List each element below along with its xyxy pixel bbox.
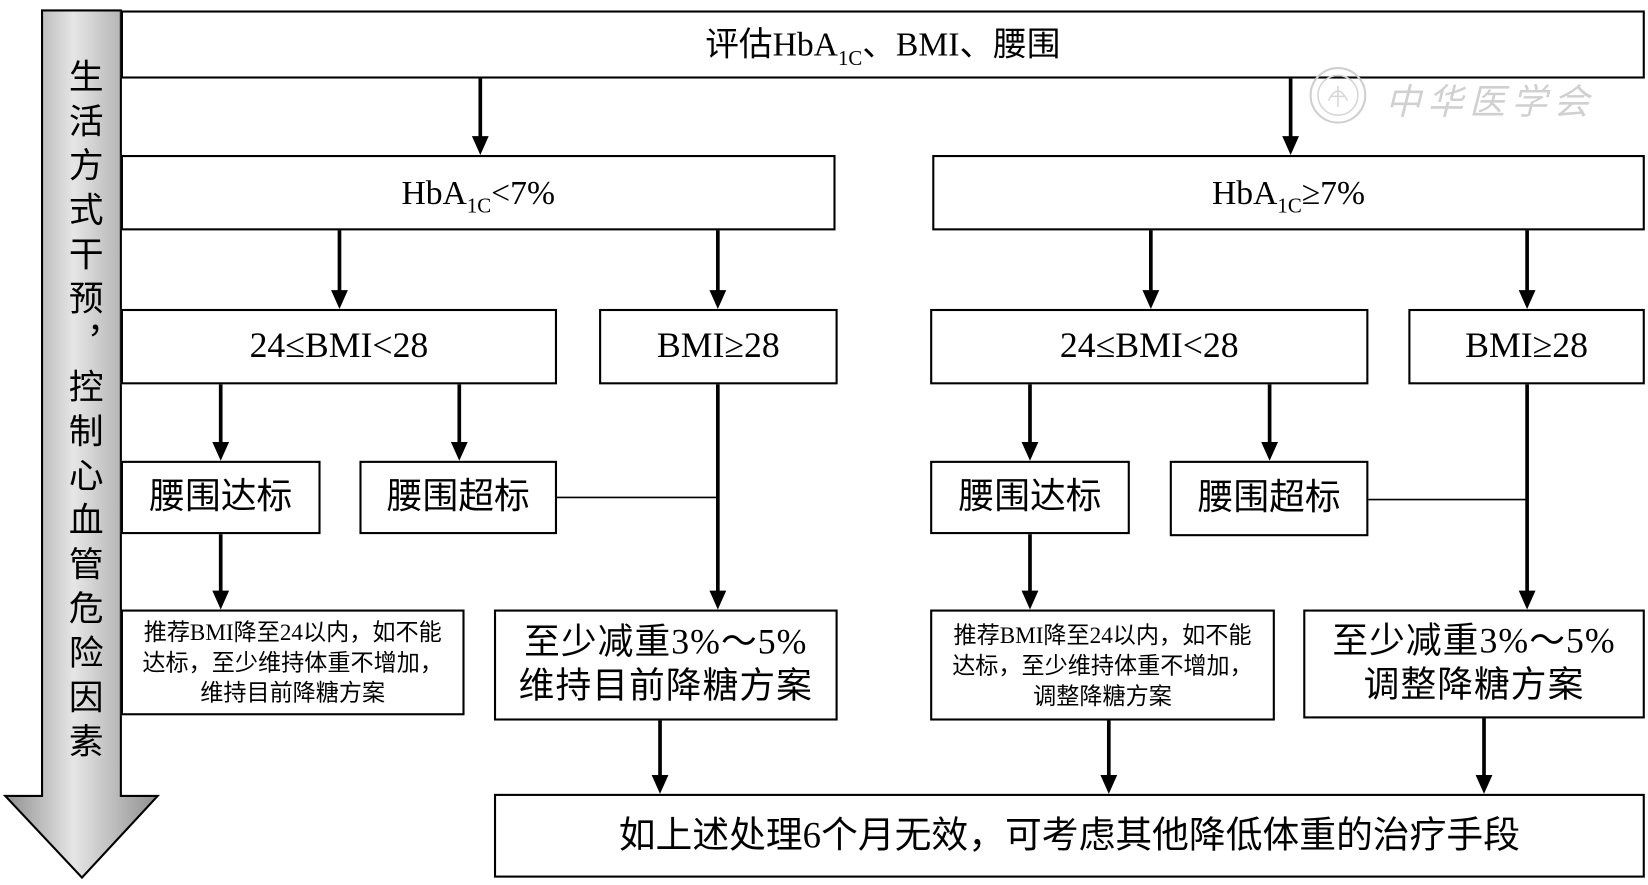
right-reduce-line-1: 至少减重3%～5% <box>1332 622 1616 661</box>
hba1c-high-label: HbA1C≥7% <box>1212 173 1366 218</box>
arrow-left-bmi-high-to-reduce-head <box>709 590 727 610</box>
arrow-assess-to-hba1c-low <box>471 78 489 156</box>
left-reduce-line-1: 至少减重3%～5% <box>524 623 808 662</box>
arrow-hba1c-high-to-bmi-mid-head <box>1142 290 1160 309</box>
right-recommend-box: 推荐BMI降至24以内，如不能 达标，至少维持体重不增加， 调整降糖方案 <box>930 609 1275 721</box>
left-waist-over-box: 腰围超标 <box>359 460 558 535</box>
arrow-right-recommend-to-final-head <box>1100 775 1118 794</box>
assess-box: 评估HbA1C、BMI、腰围 <box>120 10 1645 79</box>
assess-label-subscript: 1C <box>837 46 863 70</box>
arrow-hba1c-high-to-bmi-high-head <box>1518 290 1536 309</box>
arrow-assess-to-hba1c-high <box>1282 78 1300 156</box>
arrow-left-bmi-mid-to-waist-over <box>450 384 468 461</box>
arrow-left-waist-ok-to-recommend <box>212 534 230 610</box>
left-recommend-line-1: 推荐BMI降至24以内，如不能 <box>143 618 442 646</box>
watermark-text: 中华医学会 <box>1385 81 1596 124</box>
seal-logo-icon <box>1309 67 1367 124</box>
arrow-right-bmi-mid-to-waist-over <box>1261 384 1279 461</box>
hba1c-low-box: HbA1C<7% <box>120 155 836 231</box>
right-recommend-line-1: 推荐BMI降至24以内，如不能 <box>953 621 1252 648</box>
left-bmi-high-label: BMI≥28 <box>656 326 780 366</box>
right-bmi-high-box: BMI≥28 <box>1408 308 1645 385</box>
left-waist-over-label: 腰围超标 <box>386 477 530 516</box>
right-recommend-line-2: 达标，至少维持体重不增加， <box>952 651 1253 679</box>
assess-label: 评估HbA1C、BMI、腰围 <box>705 24 1061 69</box>
arrow-assess-to-hba1c-high-head <box>1282 136 1300 156</box>
arrow-right-bmi-high-to-reduce <box>1518 384 1536 610</box>
right-waist-over-label: 腰围超标 <box>1197 478 1341 517</box>
side-label: 生活方式干预，控制心血管危险因素 <box>63 58 101 768</box>
right-waist-ok-label: 腰围达标 <box>958 477 1102 516</box>
arrow-hba1c-high-to-bmi-mid <box>1142 230 1160 309</box>
arrow-right-reduce-to-final-head <box>1475 775 1493 794</box>
hba1c-high-suffix: ≥7% <box>1301 173 1366 212</box>
right-bmi-high-label: BMI≥28 <box>1465 326 1589 366</box>
arrow-hba1c-low-to-bmi-mid-head <box>331 290 348 309</box>
arrow-right-waist-ok-to-recommend-head <box>1021 590 1039 610</box>
side-down-arrow <box>2 9 161 880</box>
hba1c-low-label: HbA1C<7% <box>401 173 555 218</box>
right-waist-ok-box: 腰围达标 <box>930 460 1130 535</box>
hba1c-high-box: HbA1C≥7% <box>932 155 1645 231</box>
left-recommend-box: 推荐BMI降至24以内，如不能 达标，至少维持体重不增加， 维持目前降糖方案 <box>120 609 465 716</box>
right-recommend-line-3: 调整降糖方案 <box>1033 682 1172 709</box>
final-label: 如上述处理6个月无效，可考虑其他降低体重的治疗手段 <box>618 814 1521 856</box>
arrow-right-bmi-mid-to-waist-ok <box>1021 384 1039 461</box>
arrow-left-bmi-mid-to-waist-ok <box>212 384 230 461</box>
flow-arrows <box>212 78 1536 794</box>
right-reduce-box: 至少减重3%～5% 调整降糖方案 <box>1303 609 1645 719</box>
arrow-assess-to-hba1c-low-head <box>471 136 489 156</box>
right-reduce-line-2: 调整降糖方案 <box>1363 666 1585 705</box>
left-bmi-mid-box: 24≤BMI<28 <box>120 308 558 385</box>
hba1c-high-subscript: 1C <box>1277 194 1302 218</box>
arrow-right-bmi-mid-to-waist-over-head <box>1261 441 1279 461</box>
assess-label-suffix: 、BMI、腰围 <box>862 25 1061 64</box>
left-bmi-high-box: BMI≥28 <box>599 308 838 385</box>
assess-label-prefix: 评估HbA <box>705 25 838 64</box>
arrow-left-bmi-mid-to-waist-over-head <box>450 441 468 461</box>
arrow-right-waist-ok-to-recommend <box>1021 534 1039 610</box>
arrow-left-waist-ok-to-recommend-head <box>212 590 230 610</box>
arrow-left-bmi-mid-to-waist-ok-head <box>212 441 230 461</box>
right-bmi-mid-label: 24≤BMI<28 <box>1059 326 1239 366</box>
arrow-hba1c-high-to-bmi-high <box>1518 230 1536 309</box>
final-box: 如上述处理6个月无效，可考虑其他降低体重的治疗手段 <box>493 793 1645 878</box>
arrow-hba1c-low-to-bmi-high <box>709 230 727 309</box>
right-waist-over-box: 腰围超标 <box>1169 460 1369 537</box>
right-bmi-mid-box: 24≤BMI<28 <box>930 308 1369 385</box>
left-recommend-line-3: 维持目前降糖方案 <box>200 679 386 706</box>
arrow-left-bmi-high-to-reduce <box>709 384 727 610</box>
left-bmi-mid-label: 24≤BMI<28 <box>249 326 429 366</box>
left-recommend-line-2: 达标，至少维持体重不增加， <box>142 649 443 676</box>
left-waist-ok-label: 腰围达标 <box>149 477 293 516</box>
arrow-hba1c-low-to-bmi-mid <box>331 230 348 309</box>
left-waist-ok-box: 腰围达标 <box>120 460 321 535</box>
arrow-right-recommend-to-final <box>1100 720 1118 794</box>
left-reduce-box: 至少减重3%～5% 维持目前降糖方案 <box>493 609 838 721</box>
hba1c-low-prefix: HbA <box>401 173 467 212</box>
arrow-right-bmi-high-to-reduce-head <box>1518 590 1536 610</box>
arrow-right-bmi-mid-to-waist-ok-head <box>1021 441 1039 461</box>
hba1c-low-suffix: <7% <box>491 173 555 212</box>
arrow-left-reduce-to-final-head <box>651 775 669 794</box>
arrow-hba1c-low-to-bmi-high-head <box>709 290 727 309</box>
side-label-container: 生活方式干预，控制心血管危险因素 <box>42 59 121 771</box>
hba1c-high-prefix: HbA <box>1212 173 1278 212</box>
arrow-left-reduce-to-final <box>651 720 669 794</box>
hba1c-low-subscript: 1C <box>466 194 492 218</box>
arrow-right-reduce-to-final <box>1475 718 1493 794</box>
left-reduce-line-2: 维持目前降糖方案 <box>518 667 813 706</box>
